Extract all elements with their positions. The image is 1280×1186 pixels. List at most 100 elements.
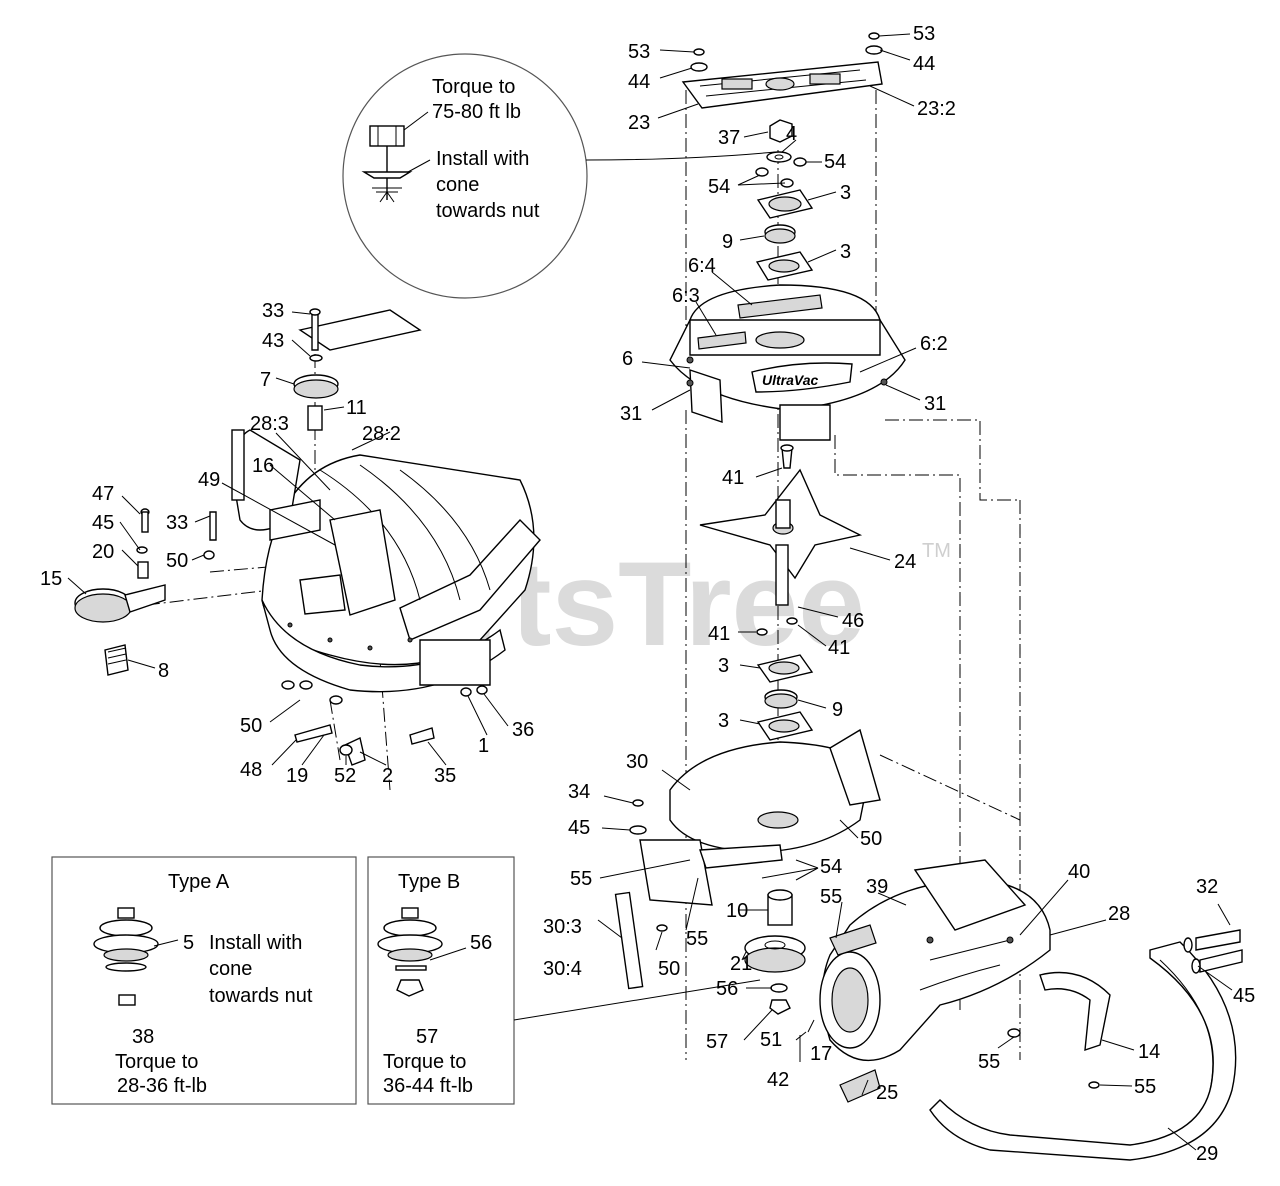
callout-labels: 53 44 23 53 44 23:2 37 4 54 54 3 9 3 6:4… [40, 23, 1255, 1165]
callout-label: 35 [434, 765, 456, 787]
callout-label: 50 [658, 958, 680, 980]
chute-28 [819, 859, 1051, 1103]
callout-label: 41 [828, 637, 850, 659]
callout-label: 19 [286, 765, 308, 787]
watermark-trademark: TM [922, 540, 951, 562]
callout-label: 46 [842, 610, 864, 632]
callout-label: 3 [718, 655, 729, 677]
callout-label: 30:4 [543, 958, 582, 980]
type-a-part-label: 5 [183, 932, 194, 954]
callout-label: 21 [730, 953, 752, 975]
type-b-nut-label: 57 [416, 1026, 438, 1048]
callout-label: 49 [198, 469, 220, 491]
detail-install-line2: cone [436, 174, 479, 196]
callout-label: 43 [262, 330, 284, 352]
callout-label: 6:2 [920, 333, 948, 355]
callout-label: 28:3 [250, 413, 289, 435]
callout-label: 54 [820, 856, 842, 878]
callout-label: 44 [913, 53, 935, 75]
callout-label: 16 [252, 455, 274, 477]
type-b-part-label: 56 [470, 932, 492, 954]
callout-label: 50 [166, 550, 188, 572]
callout-label: 1 [478, 735, 489, 757]
type-a-install-line3: towards nut [209, 985, 313, 1007]
callout-label: 55 [978, 1051, 1000, 1073]
type-b-torque-line1: Torque to [383, 1051, 466, 1073]
callout-label: 23:2 [917, 98, 956, 120]
callout-label: 11 [346, 397, 367, 419]
callout-label: 4 [786, 123, 797, 145]
callout-label: 31 [924, 393, 946, 415]
callout-label: 8 [158, 660, 169, 682]
callout-label: 23 [628, 112, 650, 134]
callout-label: 57 [706, 1031, 728, 1053]
detail-circle: Torque to 75-80 ft lb Install with cone … [342, 53, 776, 299]
callout-label: 2 [382, 765, 393, 787]
callout-label: 52 [334, 765, 356, 787]
mount-plate-30 [614, 728, 881, 990]
type-a-install-line1: Install with [209, 932, 302, 954]
type-b-title: Type B [398, 871, 460, 893]
callout-label: 31 [620, 403, 642, 425]
callout-label: 28 [1108, 903, 1130, 925]
callout-label: 30:3 [543, 916, 582, 938]
callout-label: 34 [568, 781, 590, 803]
callout-label: 30 [626, 751, 648, 773]
callout-label: 10 [726, 900, 748, 922]
callout-label: 15 [40, 568, 62, 590]
detail-install-line1: Install with [436, 148, 529, 170]
callout-label: 17 [810, 1043, 832, 1065]
callout-label: 29 [1196, 1143, 1218, 1165]
callout-label: 51 [760, 1029, 782, 1051]
callout-label: 48 [240, 759, 262, 781]
callout-label: 50 [240, 715, 262, 737]
callout-label: 56 [716, 978, 738, 1000]
callout-label: 55 [820, 886, 842, 908]
type-a-title: Type A [168, 871, 230, 893]
callout-label: 24 [894, 551, 916, 573]
callout-label: 28:2 [362, 423, 401, 445]
callout-label: 45 [1233, 985, 1255, 1007]
callout-label: 53 [913, 23, 935, 45]
callout-label: 36 [512, 719, 534, 741]
callout-label: 45 [92, 512, 114, 534]
upper-housing-6: UltraVac [669, 284, 906, 441]
callout-label: 42 [767, 1069, 789, 1091]
callout-label: 55 [686, 928, 708, 950]
callout-label: 54 [824, 151, 846, 173]
detail-install-line3: towards nut [436, 200, 540, 222]
callout-label: 33 [166, 512, 188, 534]
callout-label: 3 [840, 241, 851, 263]
callout-label: 3 [718, 710, 729, 732]
callout-label: 20 [92, 541, 114, 563]
callout-label: 53 [628, 41, 650, 63]
callout-label: 6 [622, 348, 633, 370]
impeller-24 [699, 444, 863, 636]
type-a-torque-line2: 28-36 ft-lb [117, 1075, 207, 1097]
callout-label: 37 [718, 127, 740, 149]
callout-label: 6:4 [688, 255, 716, 277]
lower-bearing-stack [756, 654, 814, 741]
callout-label: 33 [262, 300, 284, 322]
callout-label: 40 [1068, 861, 1090, 883]
left-housing-28 [231, 309, 541, 693]
callout-label: 41 [722, 467, 744, 489]
decal-brand: UltraVac [762, 372, 819, 388]
decal-plate-23 [681, 61, 883, 109]
callout-label: 3 [840, 182, 851, 204]
callout-label: 9 [722, 231, 733, 253]
callout-label: 39 [866, 876, 888, 898]
type-b-torque-line2: 36-44 ft-lb [383, 1075, 473, 1097]
callout-label: 41 [708, 623, 730, 645]
detail-torque-line1: Torque to [432, 76, 515, 98]
callout-label: 55 [570, 868, 592, 890]
bracket-14 [1007, 971, 1111, 1089]
callout-label: 9 [832, 699, 843, 721]
callout-label: 6:3 [672, 285, 700, 307]
type-a-install-line2: cone [209, 958, 252, 980]
type-a-nut-label: 38 [132, 1026, 154, 1048]
callout-leaders [67, 33, 1233, 1151]
spindle-lower-stack [656, 889, 806, 1015]
type-b-box: Type B 56 57 Torque to 36-44 ft-lb [367, 856, 761, 1105]
